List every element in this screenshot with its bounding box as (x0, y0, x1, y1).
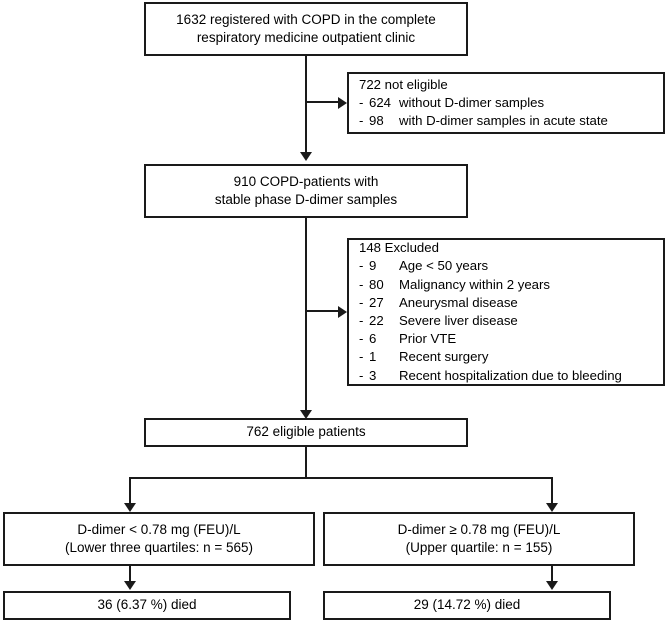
arrowhead-to-excluded (338, 306, 347, 318)
node-stable-phase-line2: stable phase D-dimer samples (214, 192, 398, 207)
node-excluded-item: - 80 Malignancy within 2 years (349, 276, 550, 294)
connector-upper-to-outcome (551, 566, 553, 583)
node-stable-phase-line1: 910 COPD-patients with (233, 173, 379, 189)
connector-eligible-split-stem (305, 447, 307, 479)
list-label: Severe liver disease (399, 313, 518, 328)
list-count: 22 (369, 313, 384, 328)
list-count: 9 (369, 258, 377, 274)
list-label: Malignancy within 2 years (399, 276, 550, 292)
node-excluded-item: - 9 Age < 50 years (349, 257, 488, 275)
list-dash: - (359, 258, 364, 274)
node-excluded-title: 148 Excluded (359, 240, 439, 256)
connector-to-excluded (305, 310, 341, 312)
arrowhead-to-upper-group (546, 503, 558, 512)
list-label: Aneurysmal disease (399, 294, 518, 310)
node-upper-outcome: 29 (14.72 %) died (323, 591, 611, 620)
node-upper-group-line2: (Upper quartile: n = 155) (405, 540, 553, 555)
list-dash: - (359, 313, 364, 328)
node-upper-outcome-line1: 29 (14.72 %) died (413, 597, 521, 613)
list-dash: - (359, 294, 364, 310)
list-count: 6 (369, 331, 377, 347)
node-not-eligible-title: 722 not eligible (359, 76, 448, 92)
connector-to-not-eligible (305, 101, 341, 103)
list-dash: - (359, 113, 364, 129)
list-dash: - (359, 94, 364, 110)
node-lower-group-line1: D-dimer < 0.78 mg (FEU)/L (77, 521, 241, 537)
node-not-eligible-item: - 624 without D-dimer samples (349, 94, 544, 112)
list-label: Age < 50 years (399, 258, 489, 274)
node-eligible: 762 eligible patients (144, 418, 468, 447)
arrowhead-to-upper-outcome (546, 581, 558, 590)
node-upper-group-line1: D-dimer ≥ 0.78 mg (FEU)/L (397, 521, 561, 537)
list-label: Recent hospitalization due to bleeding (399, 367, 622, 383)
connector-split-right (551, 477, 553, 505)
node-registered-line1: 1632 registered with COPD in the complet… (176, 11, 436, 27)
node-not-eligible: 722 not eligible - 624 without D-dimer s… (347, 72, 665, 134)
node-excluded-item: - 1 Recent surgery (349, 348, 488, 366)
node-lower-outcome-line1: 36 (6.37 %) died (97, 597, 197, 613)
connector-split-left (129, 477, 131, 505)
list-label: with D-dimer samples in acute state (399, 113, 608, 129)
list-count: 98 (369, 113, 384, 129)
list-label: without D-dimer samples (399, 94, 545, 110)
node-lower-group-line2: (Lower three quartiles: n = 565) (65, 540, 253, 555)
arrowhead-to-stable (300, 152, 312, 161)
arrowhead-to-not-eligible (338, 97, 347, 109)
node-not-eligible-item: - 98 with D-dimer samples in acute state (349, 112, 608, 130)
node-excluded: 148 Excluded - 9 Age < 50 years - 80 Mal… (347, 238, 665, 386)
list-dash: - (359, 276, 364, 292)
list-label: Prior VTE (399, 331, 457, 347)
arrowhead-to-lower-group (124, 503, 136, 512)
connector-lower-to-outcome (129, 566, 131, 583)
node-registered-line2: respiratory medicine outpatient clinic (196, 30, 416, 45)
node-lower-outcome: 36 (6.37 %) died (3, 591, 291, 620)
list-dash: - (359, 367, 364, 383)
node-excluded-item: - 22 Severe liver disease (349, 312, 518, 330)
node-stable-phase: 910 COPD-patients with stable phase D-di… (144, 164, 468, 218)
node-lower-group: D-dimer < 0.78 mg (FEU)/L (Lower three q… (3, 512, 315, 566)
node-registered: 1632 registered with COPD in the complet… (144, 2, 468, 56)
list-label: Recent surgery (399, 349, 489, 365)
connector-stable-to-eligible (305, 218, 307, 412)
list-count: 1 (369, 349, 377, 365)
list-count: 80 (369, 276, 384, 292)
node-excluded-item: - 3 Recent hospitalization due to bleedi… (349, 367, 622, 385)
list-count: 3 (369, 367, 377, 383)
node-eligible-line1: 762 eligible patients (246, 424, 366, 440)
list-dash: - (359, 349, 364, 365)
connector-eligible-split-bar (129, 477, 553, 479)
connector-registered-to-stable (305, 56, 307, 154)
node-upper-group: D-dimer ≥ 0.78 mg (FEU)/L (Upper quartil… (323, 512, 635, 566)
list-count: 624 (369, 94, 392, 110)
list-count: 27 (369, 294, 384, 310)
node-excluded-item: - 27 Aneurysmal disease (349, 294, 518, 312)
arrowhead-to-eligible (300, 410, 312, 419)
node-excluded-item: - 6 Prior VTE (349, 330, 456, 348)
list-dash: - (359, 331, 364, 347)
arrowhead-to-lower-outcome (124, 581, 136, 590)
